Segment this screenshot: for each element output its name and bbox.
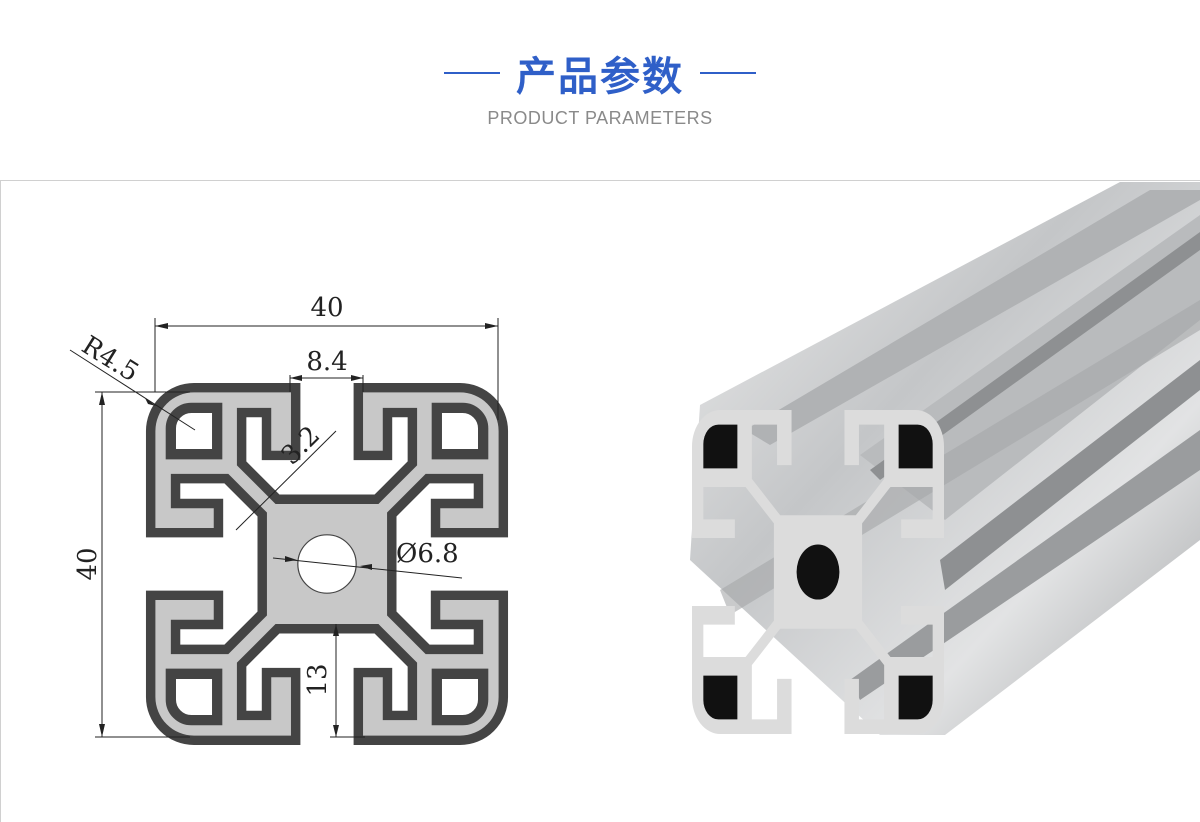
dimension-lines (69, 318, 499, 738)
width-dimension: 40 (310, 293, 343, 323)
slot-width-dimension: 8.4 (306, 347, 347, 377)
section-header: 产品参数 PRODUCT PARAMETERS (0, 0, 1200, 180)
product-panel (0, 180, 1200, 822)
extrusion-3d-photo (690, 182, 1200, 735)
section-title: 产品参数 (516, 54, 684, 100)
height-dimension: 40 (73, 547, 103, 580)
title-left-rule (444, 72, 500, 74)
slot-depth-dimension: 13 (303, 663, 333, 696)
radius-dimension: R4.5 (76, 330, 144, 388)
title-row: 产品参数 (0, 44, 1200, 102)
title-right-rule (700, 72, 756, 74)
hole-diameter-dimension: Ø6.8 (396, 539, 459, 569)
section-subtitle: PRODUCT PARAMETERS (487, 108, 713, 128)
dimension-arrows (99, 323, 498, 737)
